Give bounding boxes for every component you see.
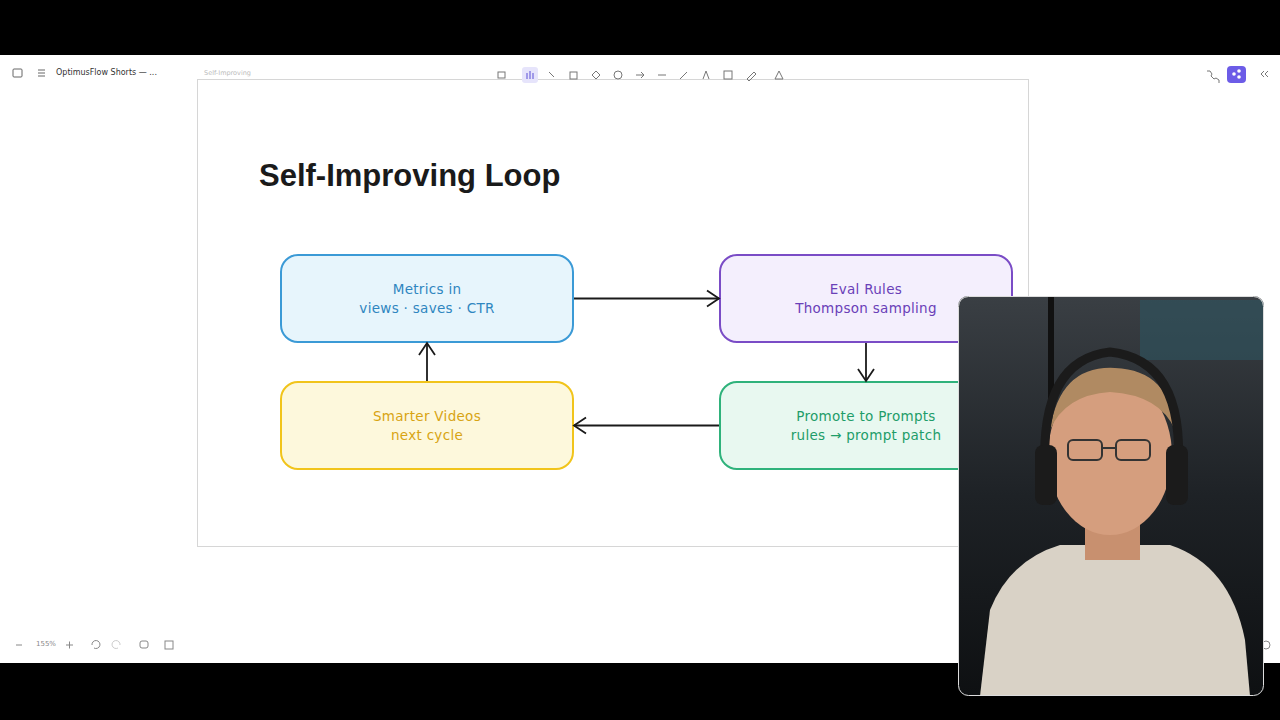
share-dot xyxy=(1237,69,1241,73)
hand-tool-active xyxy=(522,67,538,83)
share-button xyxy=(1227,66,1246,83)
room-light xyxy=(1140,300,1264,360)
box-text: Smarter Videos xyxy=(373,407,481,426)
document-name: OptimusFlow Shorts — ... xyxy=(56,68,157,77)
webcam-background xyxy=(958,296,1264,696)
image-icon xyxy=(724,71,732,79)
box-text: rules → prompt patch xyxy=(791,426,942,445)
hand-icon xyxy=(527,71,533,79)
zoom-level: 155% xyxy=(36,640,56,648)
glasses-lens xyxy=(1116,440,1150,460)
headphone-cup xyxy=(1166,445,1188,505)
zoom-in-icon xyxy=(66,642,73,649)
box-text: Metrics in xyxy=(393,280,462,299)
box-text: Eval Rules xyxy=(830,280,902,299)
toolbar-right xyxy=(1207,66,1268,83)
glasses-lens xyxy=(1068,440,1102,460)
rect-icon xyxy=(570,72,577,79)
tool-palette xyxy=(498,67,783,83)
pen-icon xyxy=(680,72,687,79)
diamond-icon xyxy=(592,71,600,79)
webcam-video xyxy=(958,296,1264,696)
flow-arrow xyxy=(574,425,719,427)
box-text: Promote to Prompts xyxy=(796,407,935,426)
share-dot xyxy=(1237,75,1241,79)
line-icon xyxy=(658,75,666,76)
box-text: Thompson sampling xyxy=(795,299,937,318)
toolbar-left xyxy=(13,69,45,77)
menu-icon xyxy=(38,70,45,76)
person-shirt xyxy=(980,545,1250,696)
diagram-title: Self-Improving Loop xyxy=(259,158,560,194)
frame-name: Self-Improving xyxy=(204,69,251,77)
comment-icon xyxy=(140,641,148,648)
select-icon xyxy=(549,72,554,77)
flow-arrow xyxy=(574,298,719,300)
arrow-icon xyxy=(636,72,644,78)
headphone-cup xyxy=(1035,445,1057,505)
box-text: views · saves · CTR xyxy=(359,299,494,318)
box-text: next cycle xyxy=(391,426,463,445)
process-box: Smarter Videosnext cycle xyxy=(280,381,574,470)
glasses-bridge xyxy=(1102,447,1116,449)
lock-icon xyxy=(498,72,505,78)
headphone-band xyxy=(1045,352,1179,470)
text-icon xyxy=(703,71,709,79)
sidebar-icon xyxy=(13,69,22,77)
eraser-icon xyxy=(747,72,756,81)
zoom-out-icon xyxy=(16,645,22,646)
undo-icon xyxy=(92,641,100,649)
share-dot xyxy=(1232,72,1236,76)
canvas-frame xyxy=(198,80,1029,547)
help-icon xyxy=(165,641,173,649)
collapse-icon xyxy=(1261,71,1268,77)
flow-arrow xyxy=(865,343,867,381)
flow-arrow xyxy=(426,343,428,381)
process-box: Metrics inviews · saves · CTR xyxy=(280,254,574,343)
webcam-border xyxy=(959,297,1264,696)
ellipse-icon xyxy=(614,71,622,79)
more-icon xyxy=(775,71,783,79)
redo-icon xyxy=(112,641,120,649)
call-icon xyxy=(1207,71,1219,83)
